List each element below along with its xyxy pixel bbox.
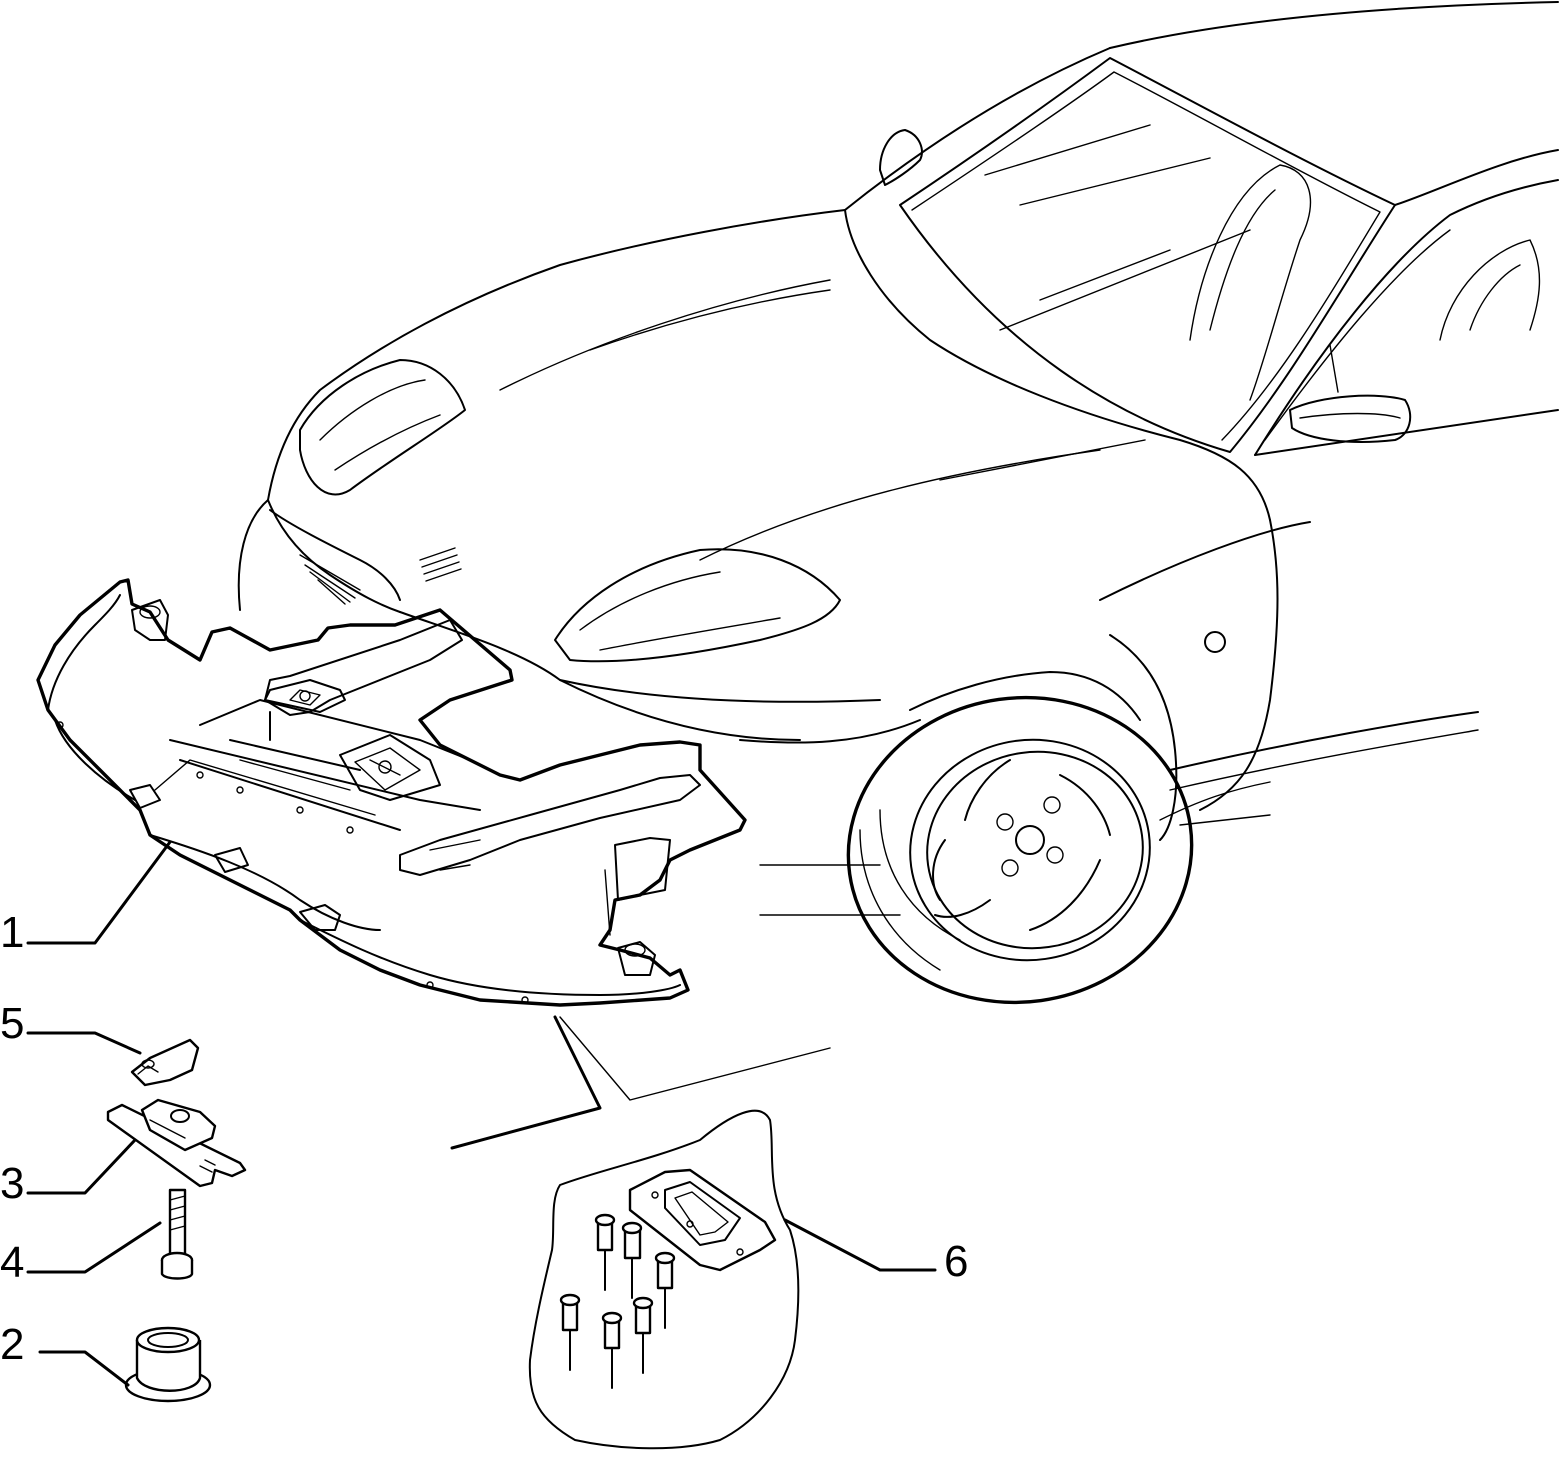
rivet-group <box>559 1213 676 1389</box>
part-1-underbody-shield <box>36 578 747 1007</box>
part-3-bracket <box>106 1098 247 1188</box>
callout-5: 5 <box>0 999 25 1048</box>
car-body-outline <box>237 1 1559 1005</box>
callout-1: 1 <box>0 908 25 957</box>
part-2-bushing <box>124 1326 212 1403</box>
callout-4: 4 <box>0 1238 25 1287</box>
part-5-clip <box>130 1038 200 1087</box>
part-4-bolt <box>160 1188 194 1280</box>
part-6-rivet-kit <box>528 1109 800 1450</box>
callout-3: 3 <box>0 1159 25 1208</box>
leader-lines <box>26 840 937 1387</box>
callout-6: 6 <box>944 1237 969 1286</box>
callout-2: 2 <box>0 1320 25 1369</box>
